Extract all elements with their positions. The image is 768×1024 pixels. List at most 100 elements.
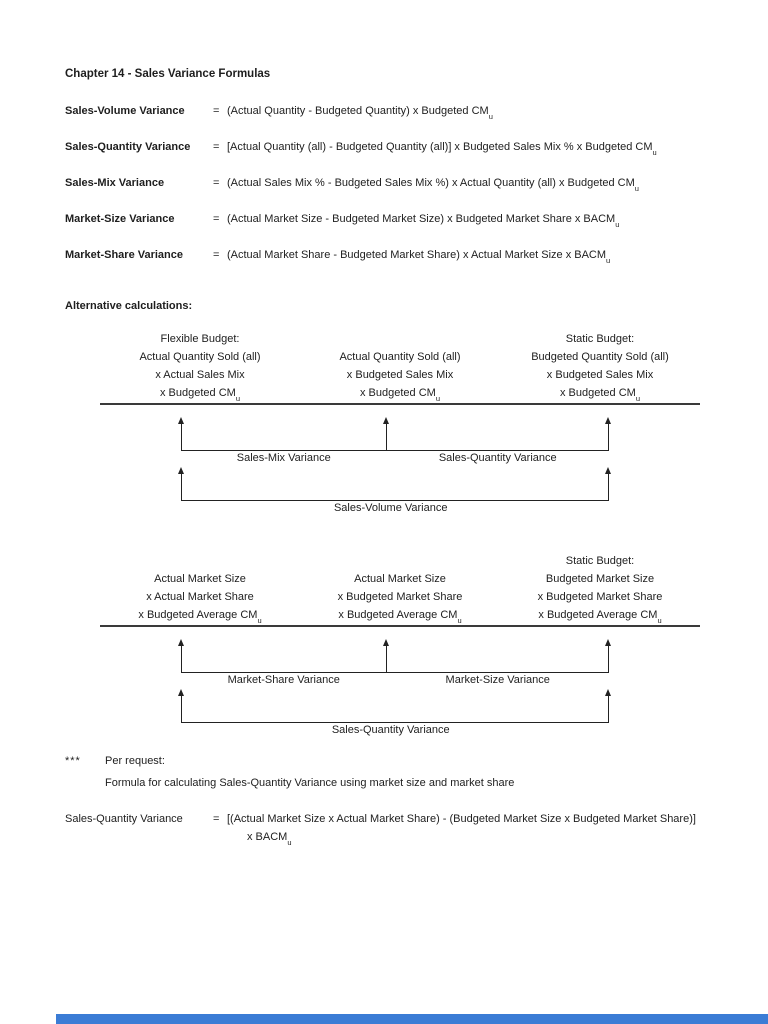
column-line: x Budgeted CMu xyxy=(300,384,500,402)
bracket-labels: Market-Share Variance Market-Size Varian… xyxy=(181,673,609,688)
formula-text: [(Actual Market Size x Actual Market Sha… xyxy=(227,813,696,848)
up-arrow-icon xyxy=(178,417,184,450)
equals-sign: = xyxy=(213,213,220,225)
formula-label: Sales-Mix Variance xyxy=(65,177,165,189)
formula-row: Market-Share Variance = (Actual Market S… xyxy=(65,249,748,266)
column-line: Actual Quantity Sold (all) xyxy=(139,351,261,363)
cm-subscript: u xyxy=(488,112,493,122)
bottom-formula-row: Sales-Quantity Variance = [(Actual Marke… xyxy=(65,813,748,848)
formula-label: Sales-Quantity Variance xyxy=(65,141,191,153)
cm-subscript: u xyxy=(634,184,639,194)
column-header: Static Budget: xyxy=(565,555,635,567)
diagram-column-actual: Actual Market Size x Actual Market Share… xyxy=(100,552,300,624)
column-line: x Budgeted Average CMu xyxy=(300,606,500,624)
cm-subscript: u xyxy=(257,616,262,626)
variance-label: Sales-Quantity Variance xyxy=(438,452,557,464)
formula-continuation: x BACMu xyxy=(227,831,696,848)
column-line: Budgeted Quantity Sold (all) xyxy=(531,351,669,363)
variance-label: Market-Share Variance xyxy=(227,674,340,686)
footnote: *** Per request: Formula for calculating… xyxy=(65,755,748,799)
diagram-column-middle: Actual Market Size x Budgeted Market Sha… xyxy=(300,552,500,624)
column-header xyxy=(300,552,500,570)
equals-sign: = xyxy=(213,813,220,825)
market-variance-diagram: Actual Market Size x Actual Market Share… xyxy=(100,552,700,738)
diagram-columns: Actual Market Size x Actual Market Share… xyxy=(100,552,700,627)
column-line: x Budgeted Market Share xyxy=(537,591,663,603)
up-arrow-icon xyxy=(178,689,184,722)
equals-sign: = xyxy=(213,105,220,117)
formula-row: Sales-Volume Variance = (Actual Quantity… xyxy=(65,105,748,122)
footnote-stars: *** xyxy=(65,755,81,767)
footnote-line: Per request: xyxy=(105,755,165,767)
column-line: x Budgeted CMu xyxy=(100,384,300,402)
diagram-columns: Flexible Budget: Actual Quantity Sold (a… xyxy=(100,330,700,405)
up-arrow-icon xyxy=(383,417,390,450)
bracket-labels: Sales-Quantity Variance xyxy=(181,723,609,738)
column-line-text: x Budgeted CM xyxy=(360,387,436,399)
column-line: Actual Market Size xyxy=(154,573,246,585)
footnote-text: Per request: Formula for calculating Sal… xyxy=(105,755,514,799)
diagram-column-static-budget: Static Budget: Budgeted Market Size x Bu… xyxy=(500,552,700,624)
diagram-column-middle: Actual Quantity Sold (all) x Budgeted Sa… xyxy=(300,330,500,402)
bracket-line xyxy=(178,689,611,723)
column-line: Actual Market Size xyxy=(354,573,446,585)
sales-variance-diagram: Flexible Budget: Actual Quantity Sold (a… xyxy=(100,330,700,516)
diagram-column-static-budget: Static Budget: Budgeted Quantity Sold (a… xyxy=(500,330,700,402)
cm-subscript: u xyxy=(635,394,640,404)
cm-subscript: u xyxy=(657,616,662,626)
bacm-subscript: u xyxy=(606,256,611,266)
cm-subscript: u xyxy=(435,394,440,404)
variance-label: Sales-Volume Variance xyxy=(333,502,448,514)
formula-body: [Actual Quantity (all) - Budgeted Quanti… xyxy=(227,141,653,153)
equals-sign: = xyxy=(213,177,220,189)
equals-sign: = xyxy=(213,141,220,153)
column-line: x Budgeted Market Share xyxy=(337,591,463,603)
column-line: x Budgeted Average CMu xyxy=(100,606,300,624)
diagram-column-flexible-budget: Flexible Budget: Actual Quantity Sold (a… xyxy=(100,330,300,402)
up-arrow-icon xyxy=(605,467,611,500)
formula-label: Market-Size Variance xyxy=(65,213,175,225)
formula-text: (Actual Sales Mix % - Budgeted Sales Mix… xyxy=(227,177,639,194)
bacm-subscript: u xyxy=(287,838,292,848)
column-line-text: x Budgeted CM xyxy=(160,387,236,399)
diagram-spacer xyxy=(65,516,748,552)
up-arrow-icon xyxy=(605,689,611,722)
formula-row: Market-Size Variance = (Actual Market Si… xyxy=(65,213,748,230)
formula-body: (Actual Quantity - Budgeted Quantity) x … xyxy=(227,105,489,117)
formula-label: Market-Share Variance xyxy=(65,249,184,261)
formula-label: Sales-Volume Variance xyxy=(65,105,185,117)
formula-row: Sales-Mix Variance = (Actual Sales Mix %… xyxy=(65,177,748,194)
column-line: x Actual Market Share xyxy=(146,591,254,603)
variance-label: Sales-Mix Variance xyxy=(236,452,331,464)
column-line: Budgeted Market Size xyxy=(545,573,655,585)
alternative-calculations-heading: Alternative calculations: xyxy=(65,300,193,312)
column-line-text: x Budgeted Average CM xyxy=(138,609,258,621)
bracket-labels: Sales-Mix Variance Sales-Quantity Varian… xyxy=(181,451,609,466)
document-content: Chapter 14 - Sales Variance Formulas Sal… xyxy=(65,68,748,848)
formula-text: (Actual Quantity - Budgeted Quantity) x … xyxy=(227,105,493,122)
column-line: x Budgeted Sales Mix xyxy=(546,369,654,381)
column-line: Actual Quantity Sold (all) xyxy=(339,351,461,363)
column-line: x Budgeted CMu xyxy=(500,384,700,402)
formula-body: (Actual Market Share - Budgeted Market S… xyxy=(227,249,607,261)
up-arrow-icon xyxy=(383,639,390,672)
up-arrow-icon xyxy=(605,417,611,450)
bracket-line xyxy=(178,417,611,451)
formula-body: x BACM xyxy=(247,831,288,843)
column-header xyxy=(100,552,300,570)
bracket-labels: Sales-Volume Variance xyxy=(181,501,609,516)
column-header: Static Budget: xyxy=(565,333,635,345)
column-line-text: x Budgeted Average CM xyxy=(538,609,658,621)
column-header: Flexible Budget: xyxy=(160,333,240,345)
formula-row: Sales-Quantity Variance = [Actual Quanti… xyxy=(65,141,748,158)
column-line: x Actual Sales Mix xyxy=(155,369,245,381)
variance-label: Market-Size Variance xyxy=(445,674,550,686)
equals-sign: = xyxy=(213,249,220,261)
formula-label: Sales-Quantity Variance xyxy=(65,813,183,825)
formula-body: (Actual Market Size - Budgeted Market Si… xyxy=(227,213,616,225)
cm-subscript: u xyxy=(652,148,657,158)
cm-subscript: u xyxy=(457,616,462,626)
bacm-subscript: u xyxy=(615,220,620,230)
footnote-line: Formula for calculating Sales-Quantity V… xyxy=(105,777,515,789)
